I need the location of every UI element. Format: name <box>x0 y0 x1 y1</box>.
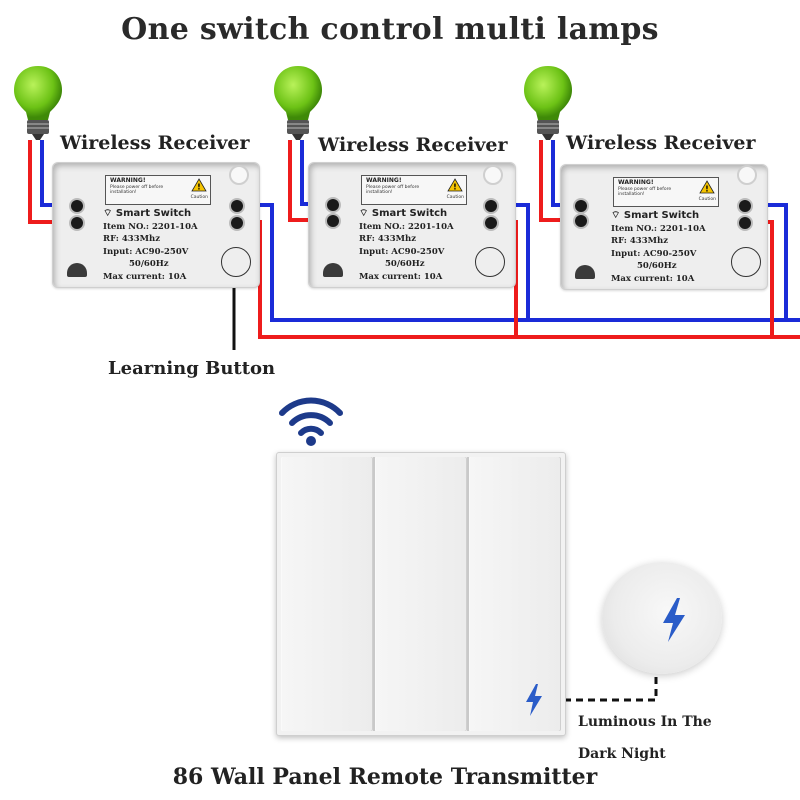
warning-title: WARNING! <box>366 177 402 184</box>
wifi-icon: ⌔ <box>103 208 113 219</box>
input-spec: Input: AC90-250V <box>611 248 697 259</box>
svg-text:!: ! <box>453 183 457 192</box>
item-no: Item NO.: 2201-10A <box>103 221 198 232</box>
panel-divider <box>467 457 469 731</box>
input-terminal-live <box>575 215 587 227</box>
input-spec: Input: AC90-250V <box>359 246 445 257</box>
luminous-leader <box>552 672 658 702</box>
wall-panel-transmitter <box>276 452 566 736</box>
input-terminal-neutral <box>575 200 587 212</box>
warning-icon: ! <box>191 178 207 192</box>
mounting-hole <box>229 165 249 185</box>
diagram-title: One switch control multi lamps <box>121 12 659 47</box>
brand-name: Smart Switch <box>371 208 448 219</box>
caution-text: Caution <box>446 195 464 200</box>
light-bulb-icon <box>274 66 322 140</box>
rf-spec: RF: 433Mhz <box>103 234 161 244</box>
svg-text:!: ! <box>705 185 709 194</box>
svg-text:!: ! <box>197 183 201 192</box>
warning-icon: ! <box>447 178 463 192</box>
caution-text: Caution <box>698 197 716 202</box>
receiver-label: Wireless Receiver <box>318 134 508 156</box>
wireless-receiver-2: WARNING! Please power off before install… <box>308 162 516 288</box>
warning-title: WARNING! <box>618 179 654 186</box>
input-spec: Input: AC90-250V <box>103 246 189 257</box>
mounting-hole <box>483 165 503 185</box>
output-terminal-neutral <box>485 200 497 212</box>
input-terminal-live <box>327 215 339 227</box>
receiver-label: Wireless Receiver <box>566 132 756 154</box>
mounting-slot <box>67 263 87 277</box>
max-current-spec: Max current: 10A <box>611 273 695 284</box>
wifi-icon: ⌔ <box>611 210 621 221</box>
spec-block: ⌔ Smart Switch Item NO.: 2201-10A RF: 43… <box>611 210 731 285</box>
lightning-bolt-icon <box>526 684 542 716</box>
mounting-hole <box>737 165 757 185</box>
panel-divider <box>373 457 375 731</box>
learning-button-label: Learning Button <box>108 358 276 379</box>
learning-button[interactable] <box>475 247 505 277</box>
light-bulb-icon <box>524 66 572 140</box>
lightning-bolt-icon <box>663 598 685 642</box>
wireless-receiver-1: WARNING! Please power off before install… <box>52 162 260 288</box>
rocker-switch-3[interactable] <box>469 457 561 731</box>
receiver-label: Wireless Receiver <box>60 132 250 154</box>
warning-label: WARNING! Please power off before install… <box>613 177 719 207</box>
luminous-caption-line1: Luminous In The <box>578 714 712 730</box>
wireless-receiver-3: WARNING! Please power off before install… <box>560 164 768 290</box>
output-terminal-live <box>231 217 243 229</box>
rocker-switch-2[interactable] <box>375 457 467 731</box>
freq-spec: 50/60Hz <box>129 259 169 269</box>
input-terminal-neutral <box>71 200 83 212</box>
warning-text: Please power off before installation! <box>366 185 420 195</box>
learning-button[interactable] <box>731 247 761 277</box>
mounting-slot <box>323 263 343 277</box>
rocker-switch-1[interactable] <box>281 457 373 731</box>
mounting-slot <box>575 265 595 279</box>
brand-name: Smart Switch <box>623 210 700 221</box>
output-terminal-neutral <box>231 200 243 212</box>
warning-icon: ! <box>699 180 715 194</box>
warning-label: WARNING! Please power off before install… <box>361 175 467 205</box>
caution-text: Caution <box>190 195 208 200</box>
output-terminal-neutral <box>739 200 751 212</box>
learning-button[interactable] <box>221 247 251 277</box>
spec-block: ⌔ Smart Switch Item NO.: 2201-10A RF: 43… <box>359 208 479 283</box>
freq-spec: 50/60Hz <box>385 259 425 269</box>
input-terminal-neutral <box>327 199 339 211</box>
luminous-zoom-callout <box>602 562 722 674</box>
light-bulb-icon <box>14 66 62 140</box>
luminous-caption-line2: Dark Night <box>578 746 666 762</box>
warning-title: WARNING! <box>110 177 146 184</box>
rf-spec: RF: 433Mhz <box>359 234 417 244</box>
warning-text: Please power off before installation! <box>618 187 672 197</box>
max-current-spec: Max current: 10A <box>359 271 443 282</box>
wifi-icon: ⌔ <box>359 208 369 219</box>
output-terminal-live <box>485 217 497 229</box>
max-current-spec: Max current: 10A <box>103 271 187 282</box>
spec-block: ⌔ Smart Switch Item NO.: 2201-10A RF: 43… <box>103 208 223 283</box>
freq-spec: 50/60Hz <box>637 261 677 271</box>
brand-name: Smart Switch <box>115 208 192 219</box>
warning-label: WARNING! Please power off before install… <box>105 175 211 205</box>
transmitter-title: 86 Wall Panel Remote Transmitter <box>172 764 598 790</box>
rf-spec: RF: 433Mhz <box>611 236 669 246</box>
warning-text: Please power off before installation! <box>110 185 164 195</box>
wifi-icon <box>279 397 343 446</box>
output-terminal-live <box>739 217 751 229</box>
item-no: Item NO.: 2201-10A <box>611 223 706 234</box>
input-terminal-live <box>71 217 83 229</box>
item-no: Item NO.: 2201-10A <box>359 221 454 232</box>
